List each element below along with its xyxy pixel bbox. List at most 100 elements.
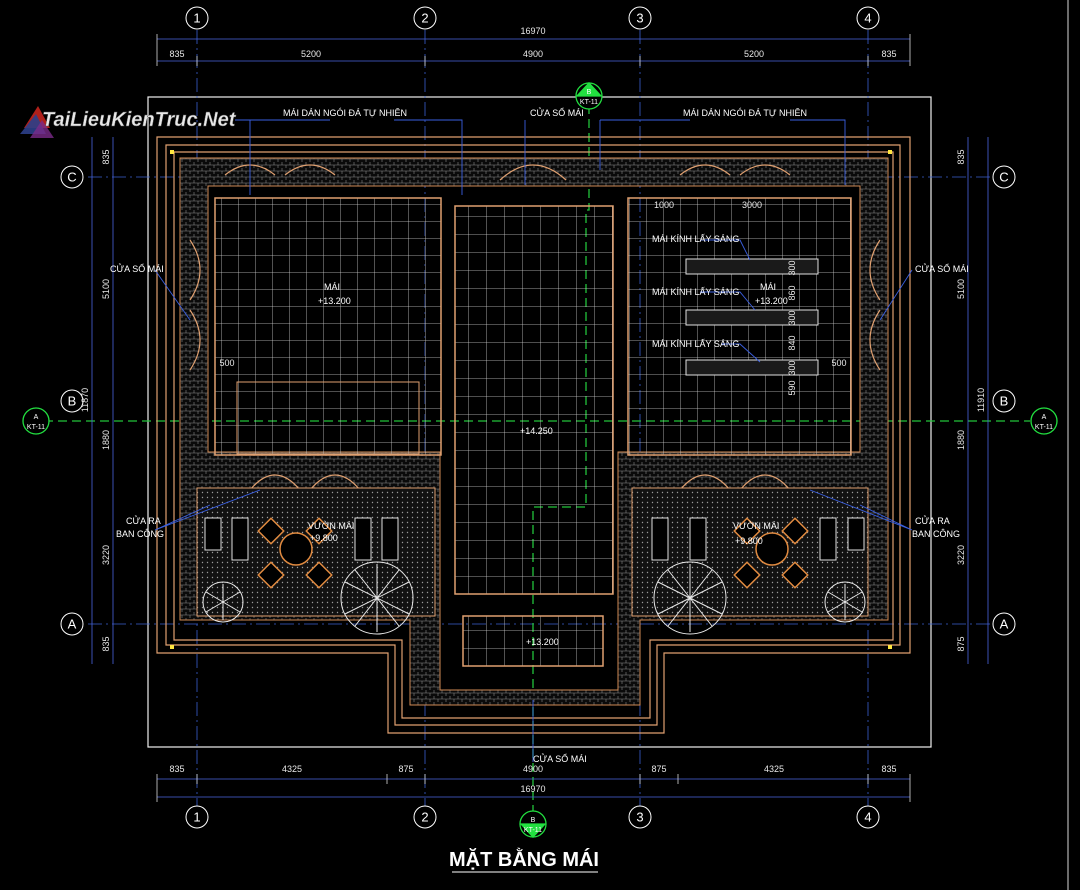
grid-col-1-bottom: 1: [193, 810, 200, 825]
label-roof-tile-left: MÁI DÁN NGÓI ĐÁ TỰ NHIÊN: [283, 108, 407, 118]
label-roof-tile-right: MÁI DÁN NGÓI ĐÁ TỰ NHIÊN: [683, 108, 807, 118]
dim-bottom-1: 835: [169, 764, 184, 774]
label-roof-garden-right: VƯỜN MÁI: [733, 521, 779, 531]
label-skylight-1: MÁI KÍNH LẤY SÁNG: [652, 234, 739, 244]
dim-bottom-3: 875: [398, 764, 413, 774]
dim-bottom-5: 875: [651, 764, 666, 774]
dim-inner-500-right: 500: [831, 358, 846, 368]
section-top-ref: KT-11: [580, 99, 598, 106]
section-left-ref: KT-11: [27, 424, 45, 431]
dim-left-1: 835: [101, 149, 111, 164]
level-garden-right: +9.800: [735, 536, 763, 546]
grid-col-4-bottom: 4: [864, 810, 871, 825]
roof-windows: [189, 164, 881, 491]
dim-inner-3000: 3000: [742, 200, 762, 210]
grid-col-2-top: 2: [421, 11, 428, 26]
label-roof-right: MÁI: [760, 282, 776, 292]
dim-right-2: 5100: [956, 279, 966, 299]
dim-skylight-1: 300: [787, 260, 797, 275]
dim-right-4: 3220: [956, 545, 966, 565]
grid-row-a-left: A: [68, 617, 77, 632]
dim-inner-1000: 1000: [654, 200, 674, 210]
dimension-lines: [91, 34, 989, 802]
watermark-logo: TaiLieuKienTruc.Net: [18, 100, 268, 140]
drawing-title: MẶT BẰNG MÁI: [449, 847, 599, 871]
center-roof-tile-area: [454, 205, 614, 595]
label-roof-garden-left: VƯỜN MÁI: [308, 521, 354, 531]
label-roof-window-bottom: CỬA SỔ MÁI: [533, 753, 587, 764]
dim-bottom-2: 4325: [282, 764, 302, 774]
grid-row-c-right: C: [999, 170, 1008, 185]
grid-row-b-right: B: [1000, 394, 1009, 409]
grid-col-3-top: 3: [636, 11, 643, 26]
label-roof-left: MÁI: [324, 282, 340, 292]
section-bottom-ref: KT-11: [524, 827, 542, 834]
dim-top-2: 5200: [301, 49, 321, 59]
section-markers: [22, 82, 1058, 838]
corner-markers: [170, 150, 892, 649]
label-balcony-left-1: CỬA RA: [126, 515, 161, 526]
dim-bottom-7: 835: [881, 764, 896, 774]
dim-bottom-6: 4325: [764, 764, 784, 774]
level-garden-left: +9.800: [310, 533, 338, 543]
dim-bottom-total: 16970: [520, 784, 545, 794]
dim-inner-500-left: 500: [219, 358, 234, 368]
dim-skylight-6: 590: [787, 380, 797, 395]
dim-right-total: 11910: [976, 388, 986, 412]
label-skylight-3: MÁI KÍNH LẤY SÁNG: [652, 339, 739, 349]
dim-left-total: 11870: [80, 388, 90, 412]
label-roof-window-top: CỬA SỔ MÁI: [530, 107, 584, 118]
grid-row-b-left: B: [68, 394, 77, 409]
dim-right-1: 835: [956, 149, 966, 164]
section-bottom-letter: B: [531, 817, 536, 824]
dim-top-5: 835: [881, 49, 896, 59]
grid-row-c-left: C: [67, 170, 76, 185]
grid-labels: 1 2 3 4 1 2 3 4 C B A C B A: [67, 11, 1008, 825]
level-right-roof: +13.200: [755, 296, 788, 306]
dim-left-3: 1880: [101, 430, 111, 450]
dim-skylight-4: 840: [787, 335, 797, 350]
left-roof-tile-area: [214, 197, 442, 456]
watermark-text: TaiLieuKienTruc.Net: [42, 109, 237, 131]
dim-left-4: 3220: [101, 545, 111, 565]
label-roof-window-left: CỬA SỔ MÁI: [110, 263, 164, 274]
dim-top-4: 5200: [744, 49, 764, 59]
section-top-letter: B: [587, 89, 592, 96]
dim-top-total: 16970: [520, 26, 545, 36]
label-balcony-right-2: BAN CÔNG: [912, 529, 960, 539]
grid-col-4-top: 4: [864, 11, 871, 26]
bottom-roof-area: [462, 615, 604, 667]
grid-col-2-bottom: 2: [421, 810, 428, 825]
label-roof-window-right: CỬA SỔ MÁI: [915, 263, 969, 274]
leader-lines: [154, 119, 913, 762]
dim-top-1: 835: [169, 49, 184, 59]
label-balcony-right-1: CỬA RA: [915, 515, 950, 526]
right-roof-tile-area: [627, 197, 852, 456]
skylights: [685, 258, 819, 376]
dim-left-5: 835: [101, 636, 111, 651]
section-right-letter: A: [1042, 414, 1047, 421]
dim-bottom-4: 4900: [523, 764, 543, 774]
left-roof-inner-edge: [236, 381, 420, 455]
grid-row-a-right: A: [1000, 617, 1009, 632]
label-balcony-left-2: BAN CÔNG: [116, 529, 164, 539]
dim-skylight-5: 300: [787, 360, 797, 375]
grid-col-3-bottom: 3: [636, 810, 643, 825]
level-center-roof: +14.250: [520, 426, 553, 436]
section-right-ref: KT-11: [1035, 424, 1053, 431]
logo-icon: [20, 106, 54, 138]
drawing-frame: [147, 96, 932, 748]
grid-col-1-top: 1: [193, 11, 200, 26]
grid-bubbles: [60, 6, 1016, 829]
roof-gardens: [196, 487, 869, 635]
dim-right-5: 875: [956, 636, 966, 651]
label-skylight-2: MÁI KÍNH LẤY SÁNG: [652, 287, 739, 297]
dim-skylight-3: 300: [787, 310, 797, 325]
dim-skylight-2: 860: [787, 285, 797, 300]
building-outline: [156, 136, 911, 734]
section-left-letter: A: [34, 414, 39, 421]
dim-right-3: 1880: [956, 430, 966, 450]
dim-top-3: 4900: [523, 49, 543, 59]
dim-left-2: 5100: [101, 279, 111, 299]
